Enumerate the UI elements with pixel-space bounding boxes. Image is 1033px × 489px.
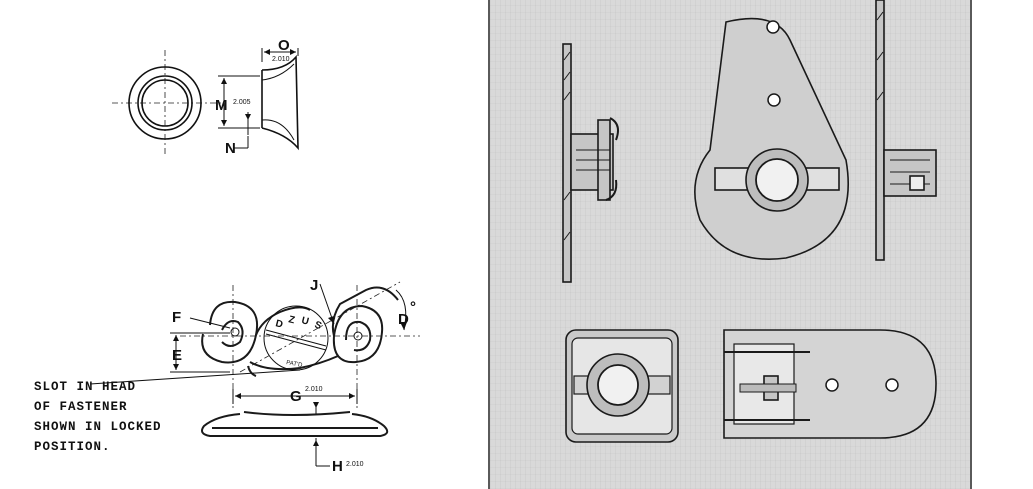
label-h-dim: 2.010 [346,461,364,468]
label-g-dim: 2.010 [305,386,323,393]
caption-line-3: SHOWN IN LOCKED [34,420,162,434]
fastener-illustrations [562,0,937,443]
label-o-dim: 2.010 [272,56,290,63]
fastener-letter-u: U [300,315,310,327]
teardrop-plate [694,17,850,260]
side-view-left [562,43,619,283]
label-d-degree: ° [410,299,416,316]
label-f: F [172,309,181,326]
label-m-dim: 2.005 [233,99,251,106]
technical-drawing-panel: O 2.010 M 2.005 N D Z U S PAT'D [0,0,488,489]
caption-line-1: SLOT IN HEAD [34,380,136,394]
label-j: J [310,277,318,294]
spring-plan-view [89,281,420,408]
fastener-letter-z: Z [287,314,296,326]
label-o: O [278,37,290,54]
spring-side-view [201,389,389,467]
side-view-right [875,0,937,261]
fastener-patent-mark: PAT'D [286,360,304,369]
grommet-front-view [112,50,222,156]
label-m: M [215,97,228,114]
caption-line-2: OF FASTENER [34,400,128,414]
fastener-letter-d: D [274,318,284,330]
label-n: N [225,140,236,157]
rounded-plate-view [723,329,937,439]
photo-illustration-panel [488,0,972,489]
square-bracket-view [565,329,679,443]
label-d: D [398,311,409,328]
caption: SLOT IN HEAD OF FASTENER SHOWN IN LOCKED… [34,380,162,454]
fastener-letter-s: S [313,319,323,332]
label-h: H [332,458,343,475]
label-e: E [172,347,182,364]
label-g: G [290,388,302,405]
grommet-side-view [218,48,299,151]
technical-drawing: O 2.010 M 2.005 N D Z U S PAT'D [34,37,420,475]
caption-line-4: POSITION. [34,440,111,454]
